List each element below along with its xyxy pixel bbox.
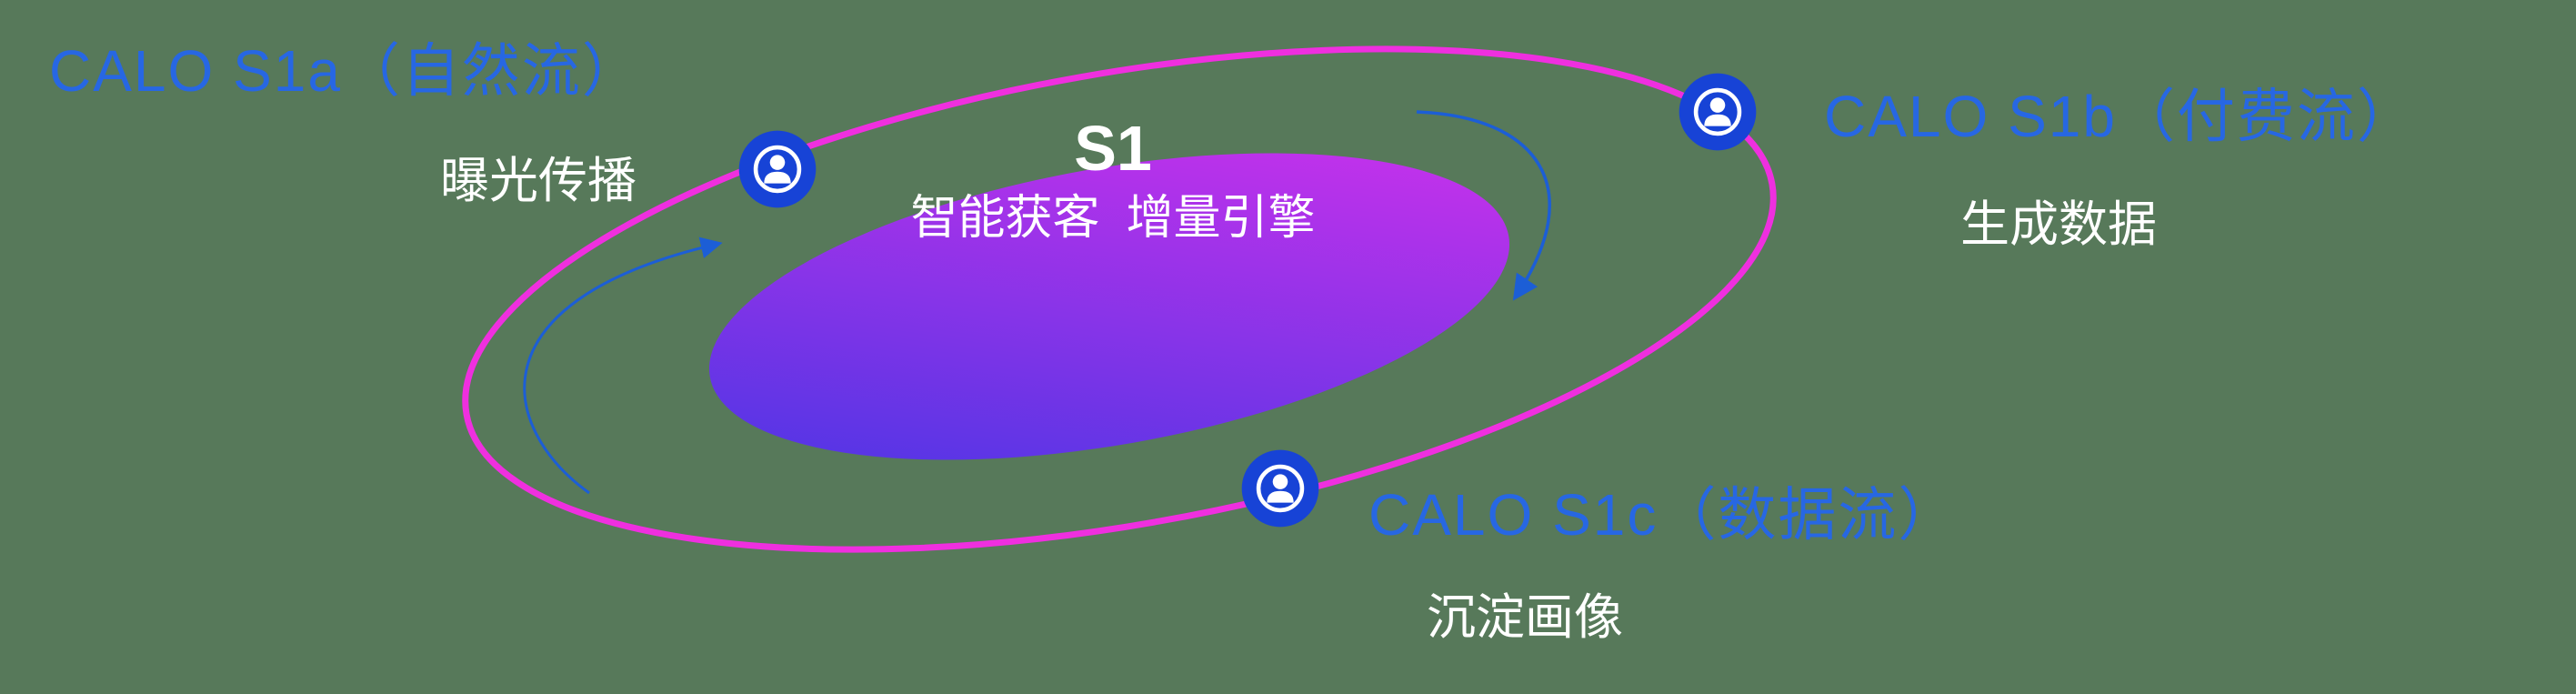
node-s1b-title: CALO S1b（付费流）	[1824, 84, 2417, 149]
core-subtitle: 智能获客 增量引擎	[910, 192, 1316, 245]
flow-arrow-right	[1416, 110, 1551, 301]
node-s1a-title: CALO S1a（自然流）	[49, 38, 642, 104]
node-s1c-title: CALO S1c（数据流）	[1368, 482, 1959, 548]
core-label-group: S1 智能获客 增量引擎	[886, 116, 1340, 242]
core-ellipse	[708, 153, 1510, 460]
node-s1c-subtitle: 沉淀画像	[1427, 590, 1623, 645]
node-s1b-subtitle: 生成数据	[1960, 197, 2157, 252]
core-title: S1	[1074, 113, 1152, 184]
user-circle-icon	[1676, 70, 1759, 154]
user-circle-icon	[1238, 447, 1322, 530]
orbit-ellipse	[462, 45, 1777, 553]
node-s1a-subtitle: 曝光传播	[440, 154, 636, 208]
user-circle-icon	[736, 127, 819, 211]
flow-arrow-left	[523, 236, 723, 495]
